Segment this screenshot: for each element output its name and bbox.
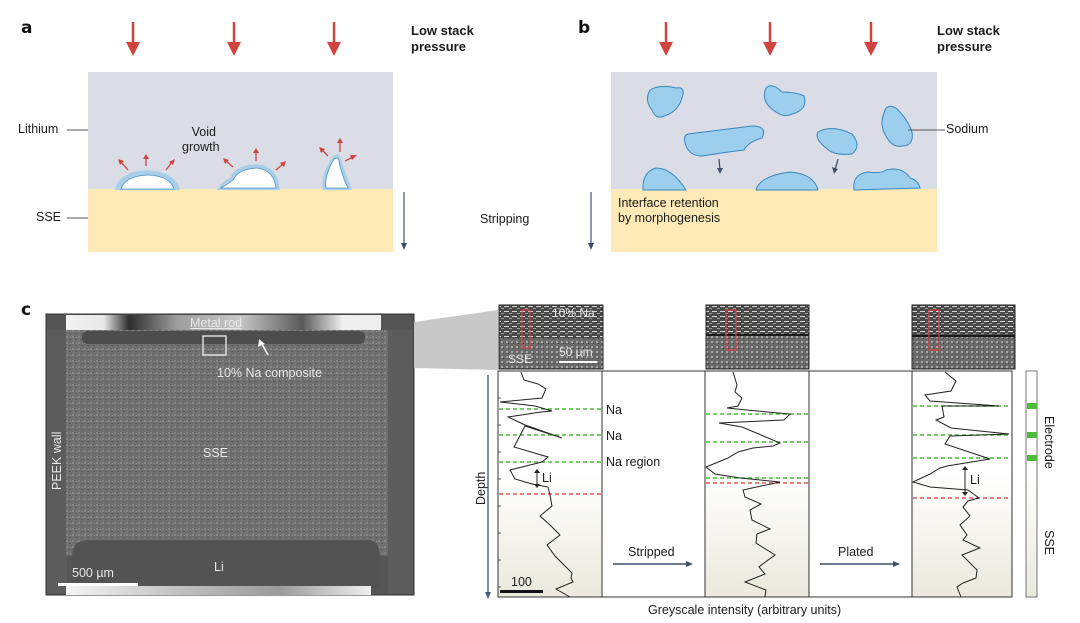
- stripping-arrow-icon: [588, 192, 594, 250]
- sem-scale-bar: [58, 583, 138, 586]
- profile-scale-label: 100: [511, 575, 532, 589]
- void-growth-arrows-icon: [118, 138, 357, 171]
- na-region-label: Na region: [606, 455, 661, 469]
- sse-layer: [88, 189, 393, 252]
- stripped-arrow-icon: [613, 561, 693, 567]
- profile-curve-stripped: [705, 371, 792, 598]
- sodium-particle: [755, 171, 819, 191]
- composite-pointer-arrow-icon: [258, 339, 269, 356]
- sem-sse-label: SSE: [203, 446, 229, 460]
- sse-label-a: SSE: [36, 210, 62, 224]
- depth-label: Depth: [474, 471, 488, 505]
- stripped-label: Stripped: [628, 545, 675, 559]
- electrode-na-marker: [1027, 403, 1037, 409]
- electrode-na-marker: [1027, 455, 1037, 461]
- sodium-particle: [853, 168, 921, 191]
- li-thickness-arrow-icon: [962, 466, 968, 496]
- roi-box: [202, 335, 227, 356]
- pressure-arrow-icon: [126, 22, 140, 56]
- inset-scale-label: 50 µm: [559, 345, 593, 359]
- sodium-label: Sodium: [946, 122, 989, 136]
- li-thickness-arrow-icon: [534, 469, 540, 488]
- panel-c-letter: c: [21, 300, 32, 320]
- metal-rod-label: Metal rod: [190, 316, 243, 330]
- panel-a-letter: a: [21, 18, 33, 38]
- na-composite-label: 10% Na composite: [217, 366, 322, 380]
- side-sse-label: SSE: [1042, 530, 1056, 556]
- electrode-sse-bar: [1025, 370, 1038, 598]
- pressure-arrow-icon: [864, 22, 878, 56]
- sodium-particle: [881, 105, 913, 147]
- stripping-arrow-icon: [401, 192, 407, 250]
- particle-descent-arrow-icon: [717, 158, 723, 174]
- plated-arrow-icon: [820, 561, 900, 567]
- inset-na-label: 10% Na: [552, 306, 595, 320]
- inset-sse-label: SSE: [508, 352, 533, 366]
- electrode-na-marker: [1027, 432, 1037, 438]
- li-label-plated: Li: [970, 473, 980, 487]
- inset-scale-bar: [559, 361, 597, 363]
- void-shape: [217, 164, 280, 190]
- inset-roi-box: [725, 309, 737, 351]
- pressure-arrow-icon: [227, 22, 241, 56]
- profile-panel-stripped: [704, 370, 810, 598]
- pressure-label-b: Low stack pressure: [937, 23, 1000, 54]
- sodium-particle: [816, 128, 858, 155]
- stripping-label: Stripping: [480, 212, 530, 226]
- sem-li-label: Li: [214, 560, 224, 574]
- lithium-label: Lithium: [18, 122, 59, 136]
- pressure-arrow-icon: [763, 22, 777, 56]
- sodium-particle: [683, 125, 765, 157]
- inset-roi-box: [521, 309, 531, 349]
- profile-curve-initial: [499, 371, 574, 598]
- pressure-label-a: Low stack pressure: [411, 23, 474, 54]
- depth-axis-ticks: [498, 397, 501, 588]
- plated-label: Plated: [838, 545, 874, 559]
- peek-wall-left: [47, 330, 67, 594]
- void-shape: [322, 154, 352, 190]
- na-composite-layer: [82, 331, 365, 344]
- electrode-label: Electrode: [1042, 416, 1056, 469]
- pressure-arrow-icon: [659, 22, 673, 56]
- li-layer: [72, 540, 380, 588]
- panel-b-letter: b: [578, 18, 591, 38]
- peek-wall-right: [388, 330, 413, 594]
- profile-curve-plated: [911, 371, 1010, 598]
- peek-wall-label: PEEK wall: [50, 431, 64, 490]
- profile-panel-plated: [911, 370, 1013, 598]
- na-label-1: Na: [606, 403, 622, 417]
- bottom-rod: [66, 586, 371, 595]
- zoom-wedge: [414, 310, 498, 370]
- depth-arrow-icon: [485, 375, 491, 599]
- sem-scale-label: 500 µm: [72, 566, 114, 580]
- inset-micrograph: [911, 304, 1016, 370]
- inset-micrograph: [498, 304, 604, 370]
- sodium-particle: [646, 85, 684, 118]
- sodium-particle: [763, 85, 806, 117]
- interface-retention-label: Interface retention by morphogenesis: [618, 196, 721, 225]
- void-growth-label: Void growth: [182, 125, 220, 154]
- profile-scale-bar: [500, 590, 543, 593]
- x-axis-label: Greyscale intensity (arbitrary units): [648, 603, 842, 617]
- li-label-initial: Li: [542, 471, 552, 485]
- na-label-2: Na: [606, 429, 622, 443]
- pressure-arrow-icon: [327, 22, 341, 56]
- void-shape: [115, 170, 180, 190]
- sodium-particle: [642, 167, 687, 191]
- metal-rod: [66, 315, 381, 332]
- inset-roi-box: [928, 309, 940, 351]
- inset-micrograph: [705, 304, 810, 370]
- sse-layer-b: [611, 189, 937, 252]
- particle-descent-arrow-icon: [832, 158, 839, 174]
